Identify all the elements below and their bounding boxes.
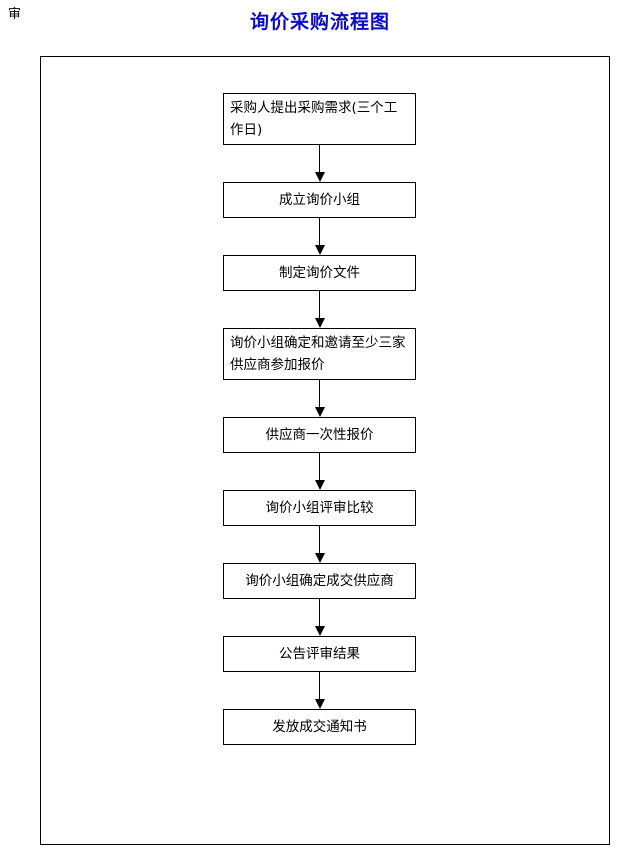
page-title: 询价采购流程图: [249, 11, 390, 33]
flow-node-n9: 发放成交通知书: [223, 709, 416, 745]
flow-edge-n1-n2: [223, 145, 416, 182]
flow-edge-n6-n7: [223, 526, 416, 563]
flow-edge-n2-n3: [223, 218, 416, 255]
edge-line: [318, 453, 321, 482]
flow-node-label: 发放成交通知书: [272, 719, 367, 735]
flow-node-n3: 制定询价文件: [223, 255, 416, 291]
arrowhead-icon: [314, 407, 325, 417]
flow-node-label: 采购人提出采购需求(三个工作日): [230, 100, 398, 138]
edge-line: [318, 526, 321, 555]
arrowhead-icon: [314, 699, 325, 709]
flow-node-n8: 公告评审结果: [223, 636, 416, 672]
flow-node-label: 询价小组确定成交供应商: [245, 573, 394, 589]
flow-edge-n7-n8: [223, 599, 416, 636]
flowchart-column: 采购人提出采购需求(三个工作日) 成立询价小组 制定询价文件 询价小组确定和邀请…: [223, 93, 416, 745]
flow-node-label: 公告评审结果: [279, 646, 360, 662]
flow-edge-n8-n9: [223, 672, 416, 709]
flow-node-n1: 采购人提出采购需求(三个工作日): [223, 93, 416, 145]
edge-line: [318, 380, 321, 409]
flow-edge-n5-n6: [223, 453, 416, 490]
flowchart-frame: 采购人提出采购需求(三个工作日) 成立询价小组 制定询价文件 询价小组确定和邀请…: [40, 56, 610, 845]
flow-node-label: 成立询价小组: [279, 192, 360, 208]
flow-node-n7: 询价小组确定成交供应商: [223, 563, 416, 599]
flow-node-n2: 成立询价小组: [223, 182, 416, 218]
edge-line: [318, 291, 321, 320]
arrowhead-icon: [314, 553, 325, 563]
edge-line: [318, 145, 321, 174]
flow-edge-n4-n5: [223, 380, 416, 417]
flow-node-n6: 询价小组评审比较: [223, 490, 416, 526]
edge-line: [318, 672, 321, 701]
arrowhead-icon: [314, 245, 325, 255]
arrowhead-icon: [314, 480, 325, 490]
flow-node-label: 制定询价文件: [279, 265, 360, 281]
flow-node-label: 询价小组确定和邀请至少三家供应商参加报价: [230, 335, 406, 373]
edge-line: [318, 599, 321, 628]
arrowhead-icon: [314, 626, 325, 636]
flow-node-label: 供应商一次性报价: [265, 427, 374, 443]
flow-node-n5: 供应商一次性报价: [223, 417, 416, 453]
margin-character: 审: [8, 7, 22, 22]
flow-edge-n3-n4: [223, 291, 416, 328]
edge-line: [318, 218, 321, 247]
arrowhead-icon: [314, 318, 325, 328]
flow-node-n4: 询价小组确定和邀请至少三家供应商参加报价: [223, 328, 416, 380]
flow-node-label: 询价小组评审比较: [265, 500, 374, 516]
arrowhead-icon: [314, 172, 325, 182]
